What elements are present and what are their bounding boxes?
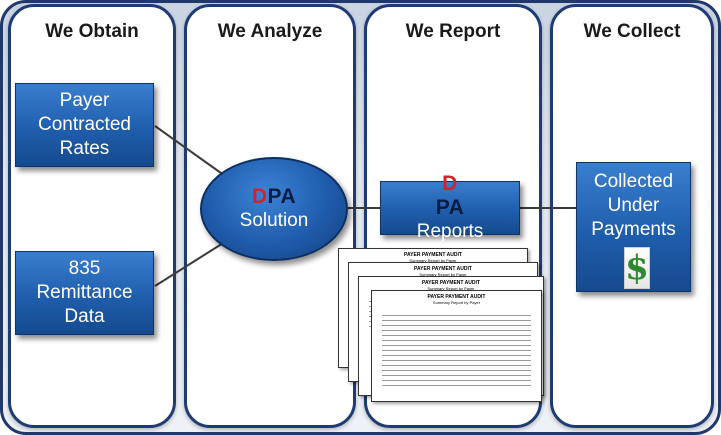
column-obtain: We Obtain <box>8 4 176 428</box>
column-title-obtain: We Obtain <box>45 21 139 42</box>
payer-rates-line-1: Payer <box>59 90 110 111</box>
collected-under-payments-box: Collected Under Payments <box>576 162 691 292</box>
collected-line-2: Under <box>607 195 660 216</box>
remittance-line-1: 835 <box>68 258 101 279</box>
remittance-line-2: Remittance <box>36 282 133 303</box>
connector-rates-solution <box>154 125 229 179</box>
payer-rates-line-3: Rates <box>59 138 110 159</box>
remittance-line-3: Data <box>64 306 105 327</box>
column-title-report: We Report <box>405 21 501 42</box>
payer-contracted-rates-box: Payer Contracted Rates <box>15 83 154 167</box>
column-title-collect: We Collect <box>583 21 681 42</box>
dollar-icon: $ <box>624 247 650 289</box>
report-document-front: PAYER PAYMENT AUDIT Summary Report by Pa… <box>371 290 542 402</box>
remittance-data-box: 835 Remittance Data <box>15 251 154 335</box>
collected-line-3: Payments <box>591 219 676 240</box>
dpa-solution-brand: DPA <box>251 185 297 208</box>
dpa-reports-label: Reports <box>416 221 484 242</box>
column-title-analyze: We Analyze <box>217 21 323 42</box>
payer-rates-line-2: Contracted <box>38 114 131 135</box>
dpa-solution-label: Solution <box>239 210 309 231</box>
dpa-solution-ellipse: DPA Solution <box>200 157 348 261</box>
connector-remittance-solution <box>154 239 229 287</box>
collected-line-1: Collected <box>593 171 674 192</box>
